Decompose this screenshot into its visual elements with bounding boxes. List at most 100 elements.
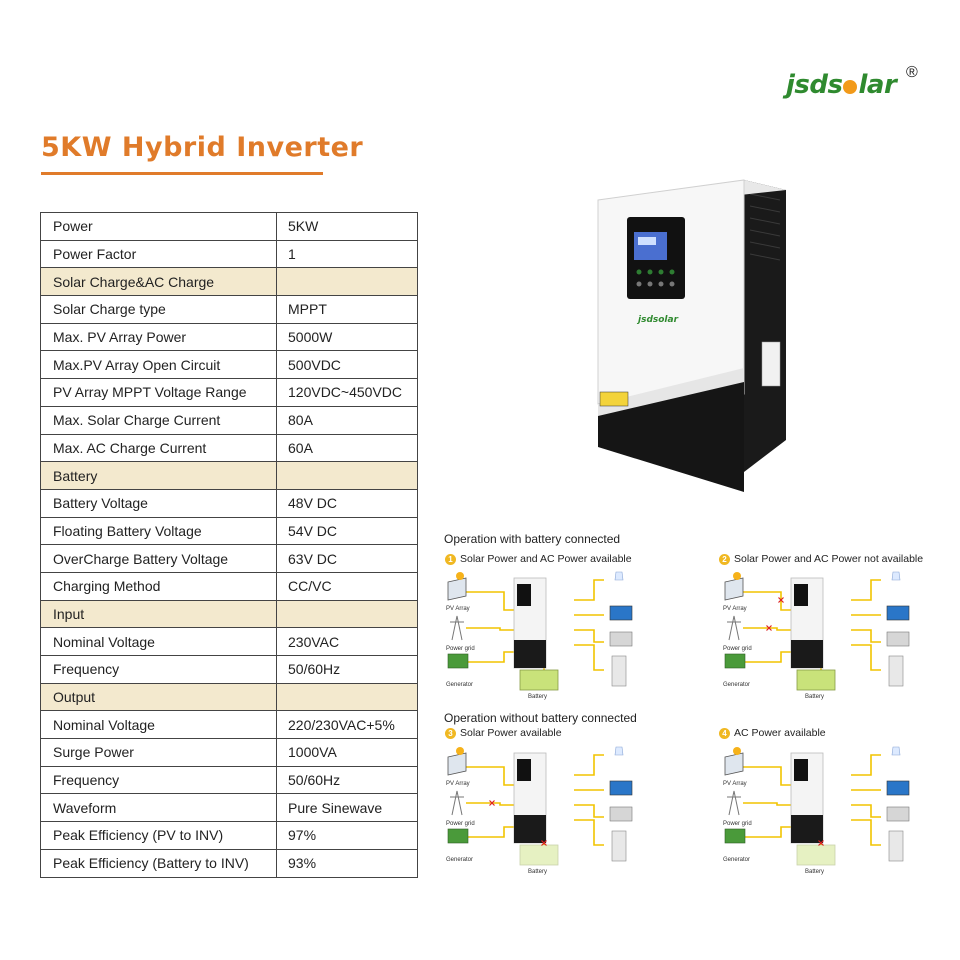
spec-label: Peak Efficiency (Battery to INV)	[40, 848, 277, 878]
heading-with-battery: Operation with battery connected	[444, 532, 621, 546]
pv-array-label: PV Array	[446, 781, 470, 787]
spec-value: 5000W	[276, 322, 418, 352]
spec-section-row: Output	[40, 682, 418, 712]
inverter-base	[514, 815, 546, 843]
inverter-screen	[517, 759, 531, 781]
generator-wire	[466, 826, 514, 838]
generator-label: Generator	[723, 682, 750, 688]
registered-mark: ®	[906, 64, 918, 81]
spec-value	[276, 599, 418, 629]
spec-label: Charging Method	[40, 571, 277, 601]
microwave-icon	[886, 631, 910, 647]
spec-row: Peak Efficiency (Battery to INV)93%	[40, 848, 418, 878]
load-wire-3	[851, 629, 881, 643]
microwave-icon	[609, 806, 633, 822]
grid-blocked-marker-b	[489, 800, 495, 806]
pv-blocked-marker-b	[778, 597, 784, 603]
generator-icon	[447, 828, 469, 844]
grid-wire	[743, 802, 791, 806]
load-wire-1	[851, 579, 881, 601]
spec-value: 54V DC	[276, 516, 418, 546]
battery-blocked-marker-b	[818, 840, 824, 846]
battery-icon	[519, 669, 559, 691]
spec-value	[276, 682, 418, 712]
title-underline	[41, 172, 323, 175]
battery-icon	[519, 844, 559, 866]
pv-array-label: PV Array	[723, 606, 747, 612]
spec-label: Input	[40, 599, 277, 629]
pv-wire	[743, 591, 791, 611]
microwave-icon	[886, 806, 910, 822]
inverter-product-image: jsdsolar	[597, 179, 786, 492]
spec-value: 50/60Hz	[276, 655, 418, 684]
load-wire-4	[574, 644, 604, 671]
inverter-screen	[794, 759, 808, 781]
spec-section-row: Battery	[40, 461, 418, 490]
battery-label: Battery	[805, 694, 824, 700]
inverter-screen	[517, 584, 531, 606]
generator-label: Generator	[446, 857, 473, 863]
load-wire-4	[851, 819, 881, 846]
spec-value: 1000VA	[276, 738, 418, 767]
load-wire-1	[574, 579, 604, 601]
spec-label: Power	[40, 212, 277, 241]
power-grid-label: Power grid	[446, 821, 475, 827]
microwave-icon	[609, 631, 633, 647]
bulb-icon	[891, 746, 901, 756]
tv-icon	[609, 605, 633, 621]
spec-label: Nominal Voltage	[40, 710, 277, 740]
pv-panel-icon	[447, 577, 467, 601]
spec-label: Max. PV Array Power	[40, 322, 277, 352]
sun-icon	[843, 80, 858, 94]
pv-wire	[466, 766, 514, 786]
spec-label: Battery Voltage	[40, 488, 277, 518]
battery-label: Battery	[528, 694, 547, 700]
spec-label: Frequency	[40, 765, 277, 795]
tv-icon	[886, 780, 910, 796]
spec-label: Solar Charge type	[40, 295, 277, 324]
power-grid-icon	[728, 790, 740, 816]
generator-wire	[743, 826, 791, 838]
spec-value: 500VDC	[276, 350, 418, 380]
spec-value	[276, 461, 418, 490]
pv-array-label: PV Array	[723, 781, 747, 787]
power-grid-icon	[728, 615, 740, 641]
load-wire-4	[851, 644, 881, 671]
load-wire-1	[851, 754, 881, 776]
spec-label: Solar Charge&AC Charge	[40, 267, 277, 297]
spec-value: CC/VC	[276, 571, 418, 601]
spec-section-row: Input	[40, 599, 418, 629]
fridge-icon	[888, 830, 904, 862]
battery-icon	[796, 844, 836, 866]
battery-label: Battery	[805, 869, 824, 875]
spec-value: 1	[276, 239, 418, 269]
spec-value: 230VAC	[276, 627, 418, 656]
spec-label: Peak Efficiency (PV to INV)	[40, 821, 277, 850]
fridge-icon	[611, 655, 627, 687]
generator-wire	[743, 651, 791, 663]
inverter-base	[791, 640, 823, 668]
power-grid-label: Power grid	[723, 821, 752, 827]
load-wire-3	[574, 629, 604, 643]
generator-label: Generator	[446, 682, 473, 688]
tv-icon	[609, 780, 633, 796]
spec-value: MPPT	[276, 295, 418, 324]
spec-row: Peak Efficiency (PV to INV)97%	[40, 821, 418, 850]
spec-label: OverCharge Battery Voltage	[40, 544, 277, 573]
pv-wire	[743, 766, 791, 786]
